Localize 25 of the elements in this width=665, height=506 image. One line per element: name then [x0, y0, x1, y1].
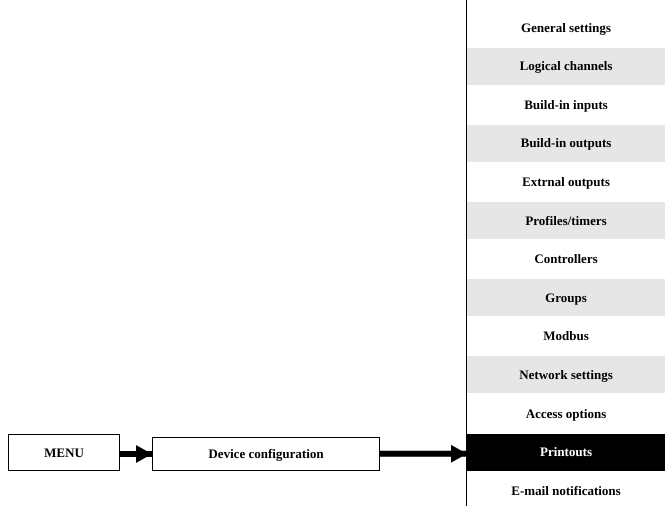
menu-item — [467, 434, 665, 471]
menu-label: Build-in outputs — [520, 135, 612, 152]
menu-label: Extrnal outputs — [522, 174, 610, 190]
menu-label: Controllers — [534, 251, 598, 268]
arrow — [120, 445, 152, 463]
menu-label: Device configuration — [208, 446, 324, 462]
menu-label: Logical channels — [520, 58, 612, 74]
menu-label: Network settings — [519, 366, 613, 383]
menu-label: General settings — [521, 20, 611, 36]
arrow — [380, 444, 467, 463]
menu-box — [8, 434, 120, 471]
menu-label: Groups — [545, 290, 587, 306]
menu-box — [152, 437, 380, 471]
menu-label: Profiles/timers — [525, 212, 607, 228]
menu-label: MENU — [44, 444, 84, 460]
menu-label: Modbus — [543, 328, 589, 344]
menu-label: Build-in inputs — [524, 96, 608, 113]
menu-item — [467, 124, 665, 162]
menu-item — [467, 279, 665, 316]
menu-item — [467, 202, 665, 239]
menu-item — [467, 356, 665, 394]
menu-label: Printouts — [540, 444, 592, 460]
menu-label: E-mail notifications — [511, 482, 621, 499]
menu-label: Access options — [526, 406, 606, 422]
menu-item — [467, 48, 665, 85]
